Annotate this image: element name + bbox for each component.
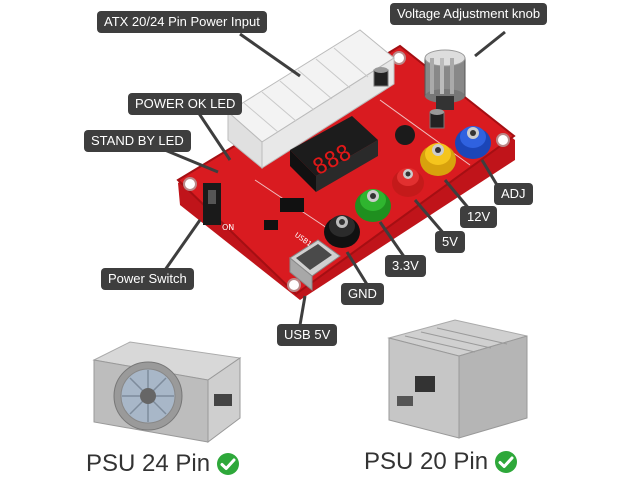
seven-segment-display: 888 (290, 116, 378, 192)
label-usb5v: USB 5V (277, 324, 338, 346)
psu-24-pin-image (92, 341, 242, 443)
atx-connector (227, 29, 395, 170)
label-standby-led: STAND BY LED (84, 130, 191, 152)
switch-silkscreen: ON (222, 223, 234, 232)
binding-post-gnd[interactable] (324, 215, 360, 248)
psu-20-pin-image (387, 319, 528, 439)
usb-port[interactable] (289, 239, 341, 292)
check-circle-icon (495, 451, 518, 473)
label-power-switch: Power Switch (101, 268, 194, 290)
binding-post-12v[interactable] (420, 143, 456, 176)
label-5v: 5V (435, 231, 465, 253)
caption-psu-20-text: PSU 20 Pin (364, 448, 489, 475)
label-12v: 12V (460, 206, 498, 228)
label-power-ok-led: POWER OK LED (128, 93, 243, 115)
standby-switch[interactable] (203, 183, 221, 225)
binding-post-adj[interactable] (455, 126, 491, 159)
caption-psu-20: PSU 20 Pin (364, 448, 518, 476)
label-adj: ADJ (494, 183, 533, 205)
binding-post-5v[interactable] (392, 168, 424, 197)
callout-lines (159, 30, 506, 326)
caption-psu-24: PSU 24 Pin (86, 450, 240, 478)
label-voltage-knob: Voltage Adjustment knob (390, 3, 548, 25)
binding-post-3v3[interactable] (355, 189, 391, 222)
check-circle-icon (217, 453, 240, 475)
voltage-knob[interactable] (424, 49, 466, 110)
capacitors (264, 67, 445, 230)
caption-psu-24-text: PSU 24 Pin (86, 450, 211, 477)
label-gnd: GND (341, 283, 384, 305)
label-atx-input: ATX 20/24 Pin Power Input (97, 11, 267, 33)
label-3v3: 3.3V (385, 255, 426, 277)
